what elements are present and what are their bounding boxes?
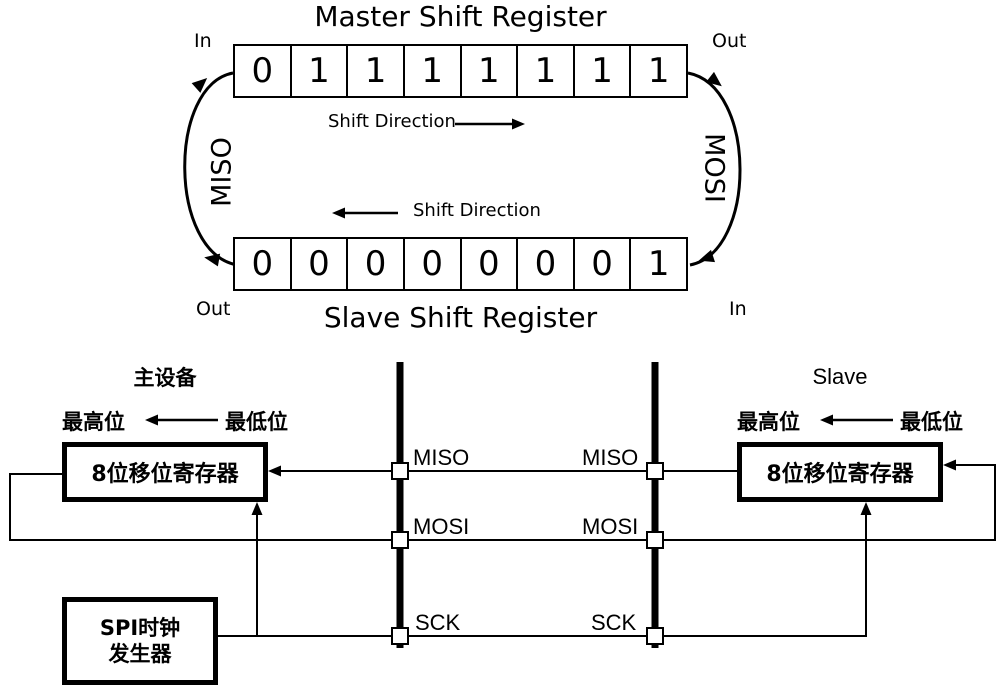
miso-label-left: MISO — [413, 445, 470, 470]
bit-cell: 0 — [235, 239, 292, 289]
sck-into-slave-arrow-icon — [860, 502, 872, 515]
slave-device-title: Slave — [812, 364, 868, 389]
bit-cell: 0 — [462, 239, 519, 289]
bit-cell: 1 — [462, 46, 519, 96]
mosi-into-slave-arrow-icon — [943, 459, 956, 471]
mosi-label-right: MOSI — [582, 514, 639, 539]
mosi-loop-curve — [687, 71, 742, 267]
master-msb-label: 最高位 — [62, 410, 125, 434]
mosi-right-node — [646, 531, 664, 549]
bit-cell: 1 — [575, 46, 632, 96]
miso-left-node — [391, 462, 409, 480]
master-in-label: In — [194, 30, 212, 52]
miso-into-master-arrow-icon — [268, 465, 281, 477]
bit-cell: 1 — [405, 46, 462, 96]
clock-box-line2: 发生器 — [108, 642, 172, 666]
clock-box-line1: SPI时钟 — [99, 616, 181, 640]
master-device-title: 主设备 — [133, 366, 197, 390]
bit-cell: 1 — [647, 244, 670, 284]
spi-clock-generator-box: SPI时钟 发生器 — [62, 597, 218, 685]
sck-into-master-arrow-icon — [251, 502, 263, 515]
sck-left-node — [391, 627, 409, 645]
sck-wire — [218, 515, 867, 637]
bit-cell: 0 — [348, 239, 405, 289]
shift-direction-top-label: Shift Direction — [328, 111, 456, 132]
slave-register-title: Slave Shift Register — [323, 301, 598, 334]
miso-loop-label: MISO — [206, 137, 238, 207]
bit-cell: 0 — [518, 239, 575, 289]
sck-label-left: SCK — [415, 610, 461, 635]
mosi-left-node — [391, 531, 409, 549]
master-register-title: Master Shift Register — [314, 0, 607, 33]
master-register-box-label: 8位移位寄存器 — [91, 462, 239, 487]
slave-shift-register-box: 8位移位寄存器 — [737, 442, 943, 502]
bit-cell: 1 — [292, 46, 349, 96]
mosi-wire — [9, 464, 996, 541]
master-lsb-label: 最低位 — [225, 410, 288, 434]
bit-cell: 1 — [518, 46, 575, 96]
bit-cell: 0 — [235, 46, 292, 96]
sck-right-node — [646, 627, 664, 645]
master-out-label: Out — [712, 30, 747, 52]
miso-loop-curve — [183, 71, 238, 267]
slave-in-label: In — [729, 298, 747, 320]
slave-msb-label: 最高位 — [737, 410, 800, 434]
mosi-loop-label: MOSI — [698, 133, 730, 203]
master-shift-register-box: 8位移位寄存器 — [62, 442, 268, 502]
slave-out-label: Out — [196, 298, 231, 320]
miso-label-right: MISO — [582, 445, 639, 470]
shift-direction-bottom-arrow-icon — [332, 207, 345, 219]
shift-direction-bottom-label: Shift Direction — [413, 200, 541, 221]
bit-cell: 1 — [348, 46, 405, 96]
mosi-label-left: MOSI — [413, 514, 470, 539]
bit-cell: 0 — [405, 239, 462, 289]
bit-cell: 1 — [647, 51, 670, 91]
miso-loop-mid-arrow-icon — [203, 250, 221, 267]
slave-bit-order-arrow-icon — [820, 414, 833, 426]
bit-cell: 0 — [292, 239, 349, 289]
master-bit-order-arrow-icon — [145, 414, 158, 426]
sck-label-right: SCK — [591, 610, 637, 635]
miso-right-node — [646, 462, 664, 480]
miso-loop-end-arrow-icon — [191, 73, 212, 93]
shift-direction-top-arrow-icon — [512, 118, 525, 130]
slave-register-box-label: 8位移位寄存器 — [766, 462, 914, 487]
bit-cell: 0 — [575, 239, 632, 289]
slave-lsb-label: 最低位 — [900, 410, 963, 434]
